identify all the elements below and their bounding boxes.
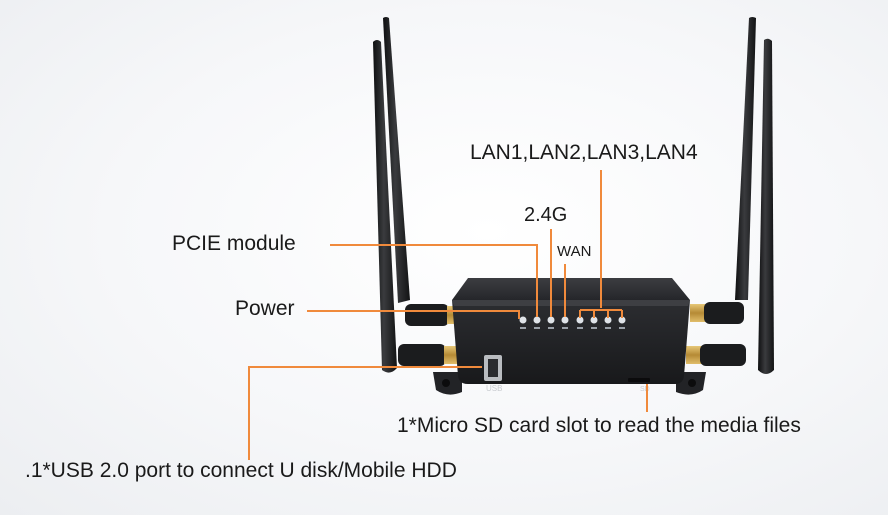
router-body	[433, 278, 706, 395]
antenna-right-rear	[735, 17, 756, 300]
leader-power	[307, 310, 520, 319]
antenna-connector-right-upper	[690, 302, 744, 324]
callout-sd-slot: 1*Micro SD card slot to read the media f…	[397, 414, 801, 437]
sd-slot-text: SD	[640, 386, 650, 393]
leader-pcie	[330, 244, 538, 317]
antenna-left-front	[373, 40, 397, 373]
callout-wan: WAN	[557, 243, 592, 260]
leader-usb	[248, 366, 482, 460]
usb-port-text: USB	[486, 384, 502, 393]
callout-power: Power	[235, 297, 295, 320]
callout-2-4g: 2.4G	[524, 204, 568, 226]
callout-usb-port: .1*USB 2.0 port to connect U disk/Mobile…	[25, 459, 457, 482]
sd-card-slot: SD	[628, 378, 650, 393]
antenna-right-front	[758, 38, 774, 374]
antenna-connector-left-lower	[398, 344, 460, 366]
led-indicator-row	[519, 316, 626, 329]
antenna-left-rear	[383, 17, 410, 303]
usb-port: USB	[484, 355, 502, 393]
callout-pcie: PCIE module	[172, 232, 296, 255]
callout-leader-lines	[248, 170, 648, 460]
antenna-connector-right-lower	[686, 344, 746, 366]
callout-lan: LAN1,LAN2,LAN3,LAN4	[470, 141, 698, 164]
